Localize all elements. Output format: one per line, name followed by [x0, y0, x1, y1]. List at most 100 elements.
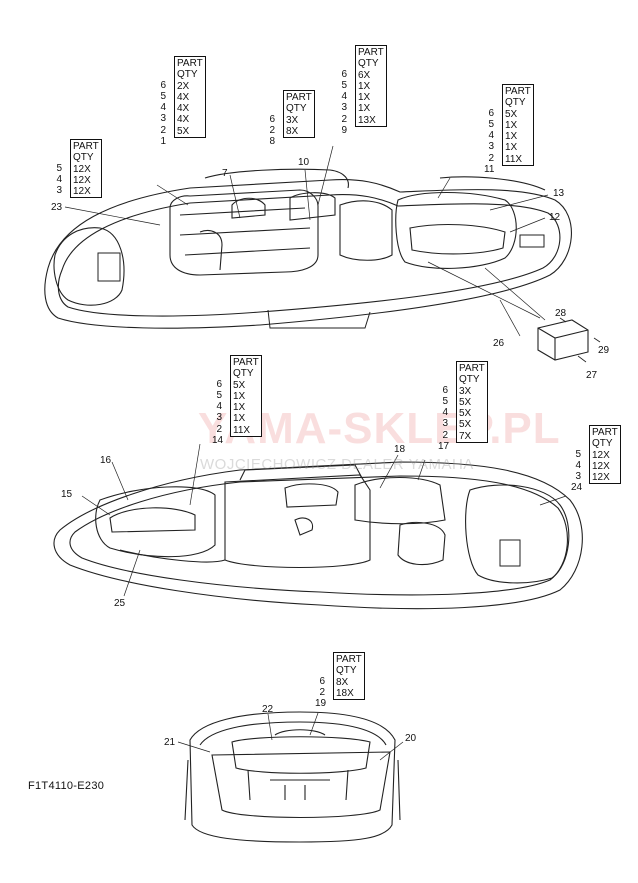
qty-value: 1X: [358, 103, 371, 115]
qty-table-header-part: PART: [592, 427, 618, 438]
qty-table-header-part: PART: [286, 92, 312, 103]
qty-value: 1X: [505, 142, 518, 154]
qty-table-header-part: PART: [358, 47, 384, 58]
qty-value: 3X: [286, 114, 299, 126]
qty-value: 12X: [592, 449, 610, 461]
bow-insert-drawing: [184, 711, 401, 843]
part-index: 6: [488, 107, 494, 119]
qty-table-header-part: PART: [459, 363, 485, 374]
qty-value: 1X: [233, 390, 246, 402]
qty-table-header-qty: QTY: [233, 368, 254, 380]
callout-10: 10: [298, 157, 310, 168]
part-index: 9: [341, 125, 347, 137]
part-index: 11: [484, 164, 495, 176]
part-index: 3: [160, 113, 166, 125]
qty-value: 12X: [73, 186, 91, 198]
part-index: 6: [269, 113, 275, 125]
qty-value: 11X: [233, 424, 251, 436]
qty-table-header-qty: QTY: [505, 97, 526, 109]
qty-value: 5X: [233, 379, 246, 391]
callout-29: 29: [598, 345, 610, 356]
part-index: 19: [315, 698, 327, 710]
qty-value: 8X: [286, 125, 299, 137]
callout-26: 26: [493, 338, 505, 349]
qty-table-header-qty: QTY: [336, 665, 357, 677]
part-index: 4: [488, 130, 494, 142]
qty-value: 1X: [505, 119, 518, 131]
qty-table-header-qty: QTY: [358, 58, 379, 70]
qty-value: 12X: [73, 163, 91, 175]
qty-table-header-qty: QTY: [286, 103, 307, 115]
lower-hull-drawing: [53, 461, 583, 610]
part-index: 4: [341, 91, 347, 103]
part-index: 3: [442, 418, 448, 430]
qty-value: 1X: [358, 92, 371, 104]
part-index: 3: [56, 185, 62, 197]
part-index: 4: [160, 102, 166, 114]
qty-table-header-qty: QTY: [459, 374, 480, 386]
qty-table-header-part: PART: [505, 86, 531, 97]
callout-20: 20: [405, 733, 417, 744]
diagram-code: F1T4110-E230: [28, 780, 105, 792]
part-index: 17: [438, 441, 450, 453]
part-index: 6: [216, 378, 222, 390]
callout-15: 15: [61, 489, 73, 500]
part-index: 3: [341, 102, 347, 114]
qty-table-header-part: PART: [336, 654, 362, 665]
qty-value: 8X: [336, 676, 349, 688]
qty-table-header-part: PART: [73, 141, 99, 152]
qty-table-header-qty: QTY: [592, 438, 613, 450]
callout-12: 12: [549, 212, 561, 223]
part-index: 2: [216, 423, 222, 435]
callout-23: 23: [51, 202, 63, 213]
part-index: 2: [488, 152, 494, 164]
qty-value: 12X: [73, 174, 91, 186]
callout-28: 28: [555, 308, 567, 319]
part-index: 2: [160, 124, 166, 136]
part-index: 8: [269, 136, 275, 148]
part-index: 5: [56, 162, 62, 174]
bracket-drawing: [537, 317, 601, 363]
part-index: 5: [488, 118, 494, 130]
part-index: 6: [160, 79, 166, 91]
qty-value: 4X: [177, 91, 190, 103]
qty-value: 11X: [505, 153, 523, 165]
callout-27: 27: [586, 370, 598, 381]
part-index: 6: [341, 68, 347, 80]
qty-value: 5X: [459, 396, 472, 408]
callout-18: 18: [394, 444, 406, 455]
qty-table-header-qty: QTY: [73, 152, 94, 164]
qty-value: 7X: [459, 430, 472, 442]
part-index: 14: [212, 435, 224, 447]
qty-value: 13X: [358, 114, 376, 126]
part-index: 4: [56, 173, 62, 185]
part-index: 6: [319, 675, 325, 687]
qty-value: 5X: [459, 419, 472, 431]
qty-value: 1X: [358, 80, 371, 92]
qty-value: 18X: [336, 687, 354, 699]
part-index: 1: [160, 136, 166, 148]
part-index: 3: [216, 412, 222, 424]
qty-value: 12X: [592, 472, 610, 484]
part-index: 6: [442, 384, 448, 396]
qty-value: 1X: [233, 413, 246, 425]
qty-table-header-part: PART: [233, 357, 259, 368]
callout-25: 25: [114, 598, 126, 609]
callout-16: 16: [100, 455, 112, 466]
qty-value: 1X: [505, 131, 518, 143]
